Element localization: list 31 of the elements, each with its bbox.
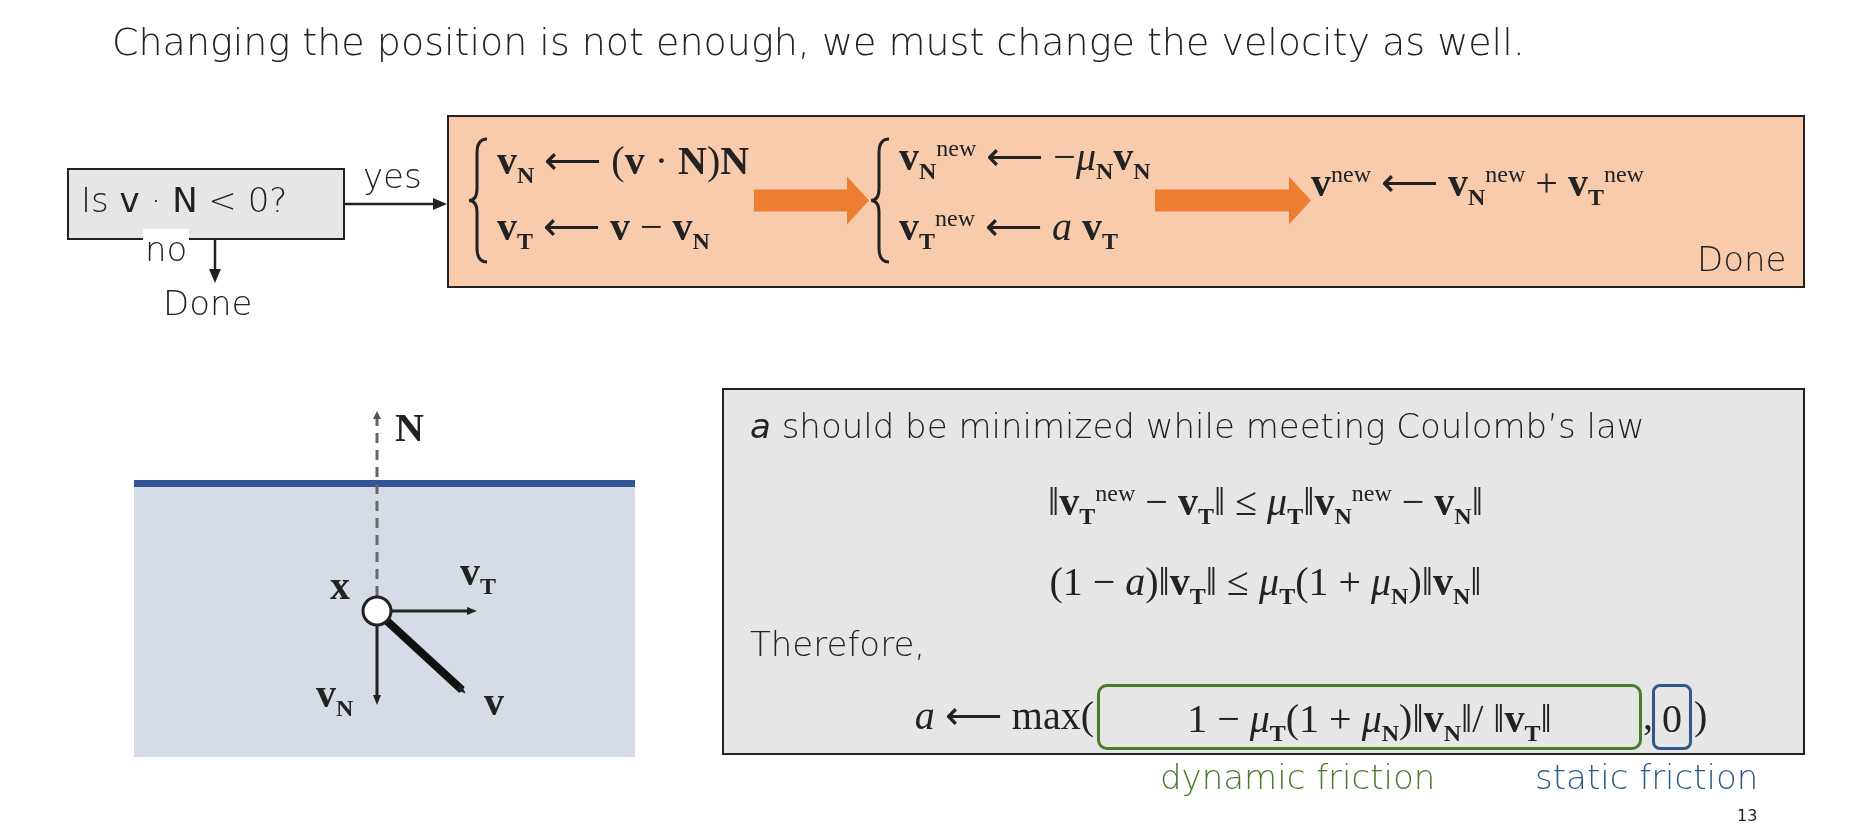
formula: a ⟵ max( — [914, 693, 1094, 738]
question-text: Is v · N < 0? — [81, 180, 288, 220]
formula: 1 − μ$_{T}$(1 + μ$_{N}$)‖v$_{N}$‖/ ‖v$_{T}$‖ — [1187, 696, 1552, 741]
arrow — [1155, 176, 1311, 225]
vector-label: v$_{N}$ — [316, 670, 354, 722]
decision-box — [67, 168, 345, 240]
arrow — [209, 240, 221, 283]
vector-label: N — [395, 404, 424, 451]
formula: v$_{T}$ ⟵ v − v$_{N}$ — [497, 203, 710, 255]
note-text: Therefore, — [750, 624, 926, 664]
formula: v$_{T}$$^{new}$ ⟵ a v$_{T}$ — [899, 203, 1118, 255]
page-number: 13 — [1737, 806, 1758, 825]
slide-title: Changing the position is not enough, we must change the velocity as well. — [112, 20, 1525, 64]
arrow — [754, 176, 869, 225]
vector-label: v — [484, 678, 504, 725]
point-label: x — [330, 562, 350, 609]
formula: , — [1643, 692, 1653, 739]
arrow — [345, 198, 447, 210]
formula: (1 − a)‖v$_{T}$‖ ≤ μ$_{T}$(1 + μ$_{N}$)‖v$_{N}$‖ — [1049, 559, 1482, 604]
formula: ) — [1694, 692, 1708, 739]
process-box — [447, 115, 1805, 288]
vector-label: v$_{T}$ — [460, 548, 496, 600]
formula: v$_{N}$$^{new}$ ⟵ −μ$_{N}$v$_{N}$ — [899, 133, 1151, 185]
done-text: Done — [1697, 239, 1787, 279]
annotation-text: dynamic friction — [1160, 757, 1436, 797]
formula: v$_{N}$ ⟵ (v · N)N — [497, 137, 750, 189]
formula: 0 — [1662, 696, 1682, 741]
annotation-text: static friction — [1535, 757, 1759, 797]
formula: ‖v$_{T}$$^{new}$ − v$_{T}$‖ ≤ μ$_{T}$‖v$_{N}$$^{new}$ − v$_{N}$‖ — [1048, 479, 1483, 524]
note-text: a should be minimized while meeting Coulomb’s law — [750, 406, 1645, 446]
done-text: Done — [163, 283, 253, 323]
